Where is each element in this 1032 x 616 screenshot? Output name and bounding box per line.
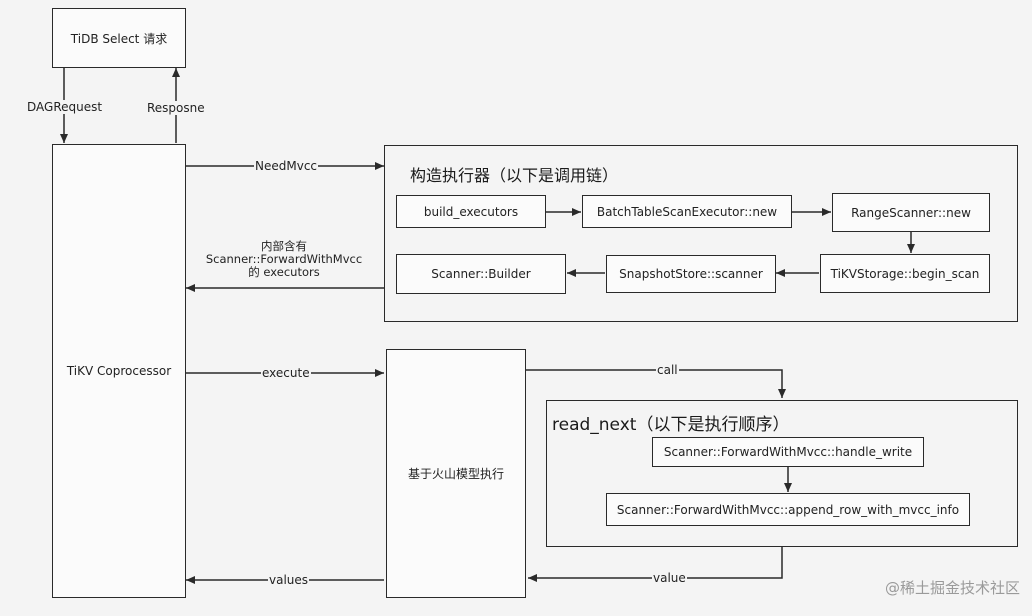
node-append-row: Scanner::ForwardWithMvcc::append_row_wit…: [606, 493, 970, 526]
node-tidb-select-label: TiDB Select 请求: [70, 31, 168, 46]
label-executors: 内部含有 Scanner::ForwardWithMvcc 的 executor…: [196, 240, 372, 279]
node-tikv-coprocessor-label: TiKV Coprocessor: [66, 364, 172, 378]
node-build-executors-label: build_executors: [423, 204, 519, 219]
label-executors-line2: Scanner::ForwardWithMvcc: [205, 252, 363, 266]
node-handle-write-label: Scanner::ForwardWithMvcc::handle_write: [663, 445, 913, 459]
label-call: call: [656, 363, 679, 377]
node-range-scanner: RangeScanner::new: [832, 193, 990, 232]
node-build-executors: build_executors: [396, 195, 546, 228]
node-batch-table-scan: BatchTableScanExecutor::new: [582, 195, 792, 228]
label-execute: execute: [261, 366, 311, 380]
node-snapshot-store-label: SnapshotStore::scanner: [619, 267, 763, 281]
label-executors-line1: 内部含有: [261, 239, 307, 253]
node-tidb-select: TiDB Select 请求: [52, 8, 186, 68]
node-batch-table-scan-label: BatchTableScanExecutor::new: [596, 204, 778, 219]
edge-value: [528, 547, 783, 582]
node-snapshot-store: SnapshotStore::scanner: [606, 255, 776, 293]
node-range-scanner-label: RangeScanner::new: [851, 205, 971, 220]
panel-construct-title: 构造执行器（以下是调用链）: [410, 166, 619, 185]
label-values: values: [268, 573, 310, 587]
label-dag-request: DAGRequest: [26, 100, 104, 114]
node-tikv-coprocessor: TiKV Coprocessor: [52, 144, 186, 598]
panel-construct-executors: [384, 145, 1018, 322]
node-volcano-exec-label: 基于火山模型执行: [407, 467, 504, 481]
node-tikv-storage-label: TiKVStorage::begin_scan: [830, 266, 980, 281]
node-scanner-builder-label: Scanner::Builder: [431, 267, 531, 281]
node-tikv-storage: TiKVStorage::begin_scan: [820, 254, 990, 293]
node-append-row-label: Scanner::ForwardWithMvcc::append_row_wit…: [616, 502, 960, 517]
edge-call: [526, 369, 786, 398]
label-value: value: [652, 571, 687, 585]
label-response: Resposne: [146, 101, 206, 115]
node-volcano-exec: 基于火山模型执行: [386, 349, 526, 598]
panel-read-next: [546, 400, 1018, 547]
label-executors-line3: 的 executors: [248, 265, 320, 279]
label-need-mvcc: NeedMvcc: [254, 159, 319, 173]
node-handle-write: Scanner::ForwardWithMvcc::handle_write: [652, 437, 924, 467]
panel-read-next-title: read_next（以下是执行顺序）: [552, 415, 790, 435]
node-scanner-builder: Scanner::Builder: [396, 254, 566, 294]
watermark: @稀土掘金技术社区: [884, 579, 1020, 597]
